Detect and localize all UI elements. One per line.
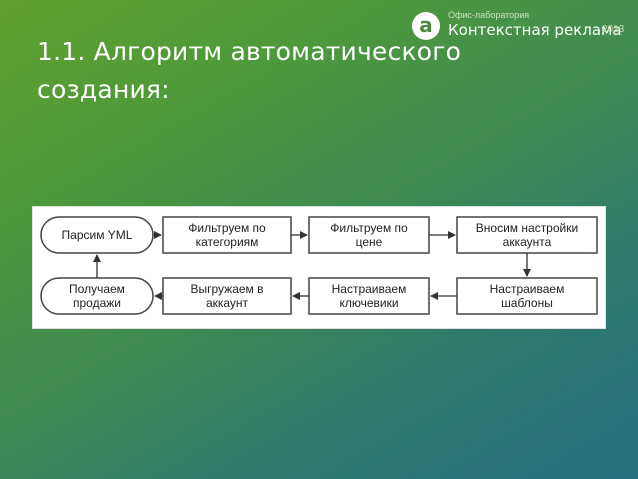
flow-node-label: Фильтруем по [188,221,266,235]
flow-node-parse: Парсим YML [40,216,154,254]
slide-title: 1.1. Алгоритм автоматического создания: [37,37,462,104]
flow-node-label: Получаем [69,282,125,296]
flow-node-label: Настраиваем [332,282,407,296]
flow-node-box [308,216,430,254]
flow-node-box [456,277,598,315]
flow-node-label: продажи [73,296,121,310]
logo-year: 2013 [602,24,625,35]
flow-node-label: категориям [196,235,259,249]
logo-main-text: Контекстная реклама [448,21,622,39]
flow-node-label: Фильтруем по [330,221,408,235]
flow-node-label: Выгружаем в [190,282,263,296]
flow-node-label: шаблоны [501,296,553,310]
flow-node-label: Настраиваем [490,282,565,296]
flow-node-box [308,277,430,315]
flow-node-label: аккаунт [206,296,249,310]
flow-node-label: цене [356,235,383,249]
logo-mark-icon: a [412,12,440,40]
flow-node-label: Вносим настройки [476,221,578,235]
flow-node-box [162,277,292,315]
flow-node-label: аккаунта [503,235,552,249]
flow-node-label: Парсим YML [62,228,133,242]
flow-node-label: ключевики [339,296,398,310]
logo: a Офис-лаборатория Контекстная реклама 2… [412,10,634,46]
logo-subtitle: Офис-лаборатория [448,10,530,20]
